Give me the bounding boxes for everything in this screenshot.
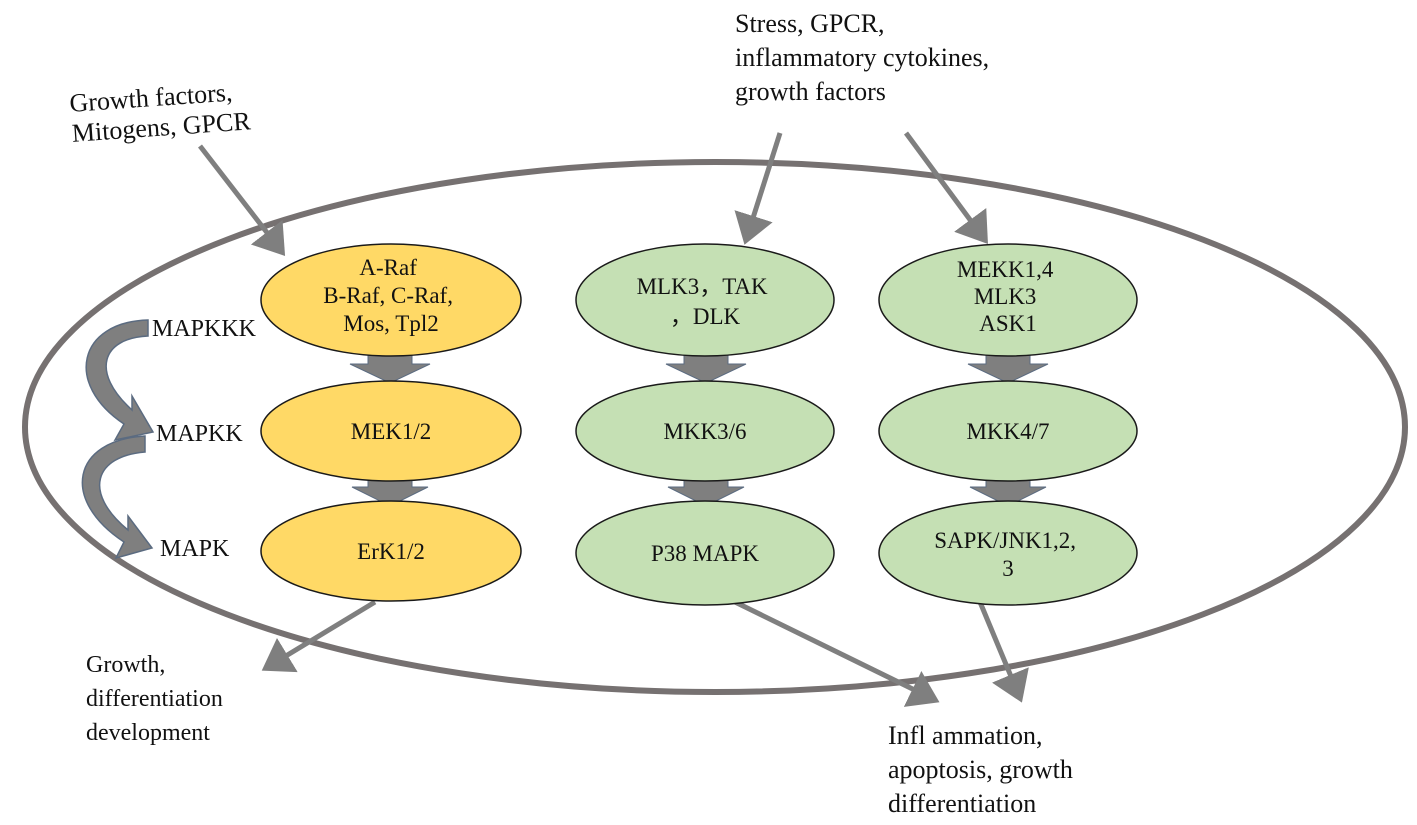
node-p38-mapkk (575, 380, 835, 482)
level-label-mapkkk: MAPKKK (152, 316, 257, 342)
curve-arrow-mapkk-to-mapk (81, 435, 154, 560)
down-arrow-jnk-1 (967, 353, 1049, 384)
input-arrow-jnk (903, 131, 988, 245)
output-arrow-p38 (733, 599, 940, 707)
curve-arrow-mapkkk-to-mapkk (85, 319, 155, 442)
node-jnk-mapkk (878, 380, 1138, 482)
node-erk-mapkk (260, 380, 522, 482)
output-label-right: Infl ammation, apoptosis, growth differe… (888, 721, 1079, 818)
level-label-mapk: MAPK (160, 536, 230, 562)
node-erk-mapkkk-label: A-Raf B-Raf, C-Raf, Mos, Tpl2 (323, 255, 458, 336)
node-jnk-mapkk-label: MKK4/7 (966, 419, 1049, 444)
node-erk-mapkk-label: MEK1/2 (351, 419, 432, 444)
output-arrow-jnk (977, 601, 1029, 703)
node-p38-mapk (575, 500, 835, 606)
node-jnk-mapkkk-label: MEKK1,4 MLK3 ASK1 (957, 257, 1059, 336)
cell-membrane (22, 159, 1408, 695)
input-label-right: Stress, GPCR, inflammatory cytokines, gr… (735, 9, 996, 106)
input-label-left: Growth factors, Mitogens, GPCR (68, 76, 252, 147)
node-p38-mapk-label: P38 MAPK (651, 541, 759, 566)
node-jnk-mapk (878, 500, 1138, 606)
input-arrow-p38 (734, 132, 783, 245)
output-arrow-left (261, 599, 377, 673)
node-erk-mapkkk (260, 243, 522, 357)
node-erk-mapk (260, 500, 522, 602)
node-p38-mapkk-label: MKK3/6 (663, 419, 746, 444)
node-p38-mapkkk-label: MLK3，TAK ，DLK (637, 274, 774, 329)
node-p38-mapkkk (575, 243, 835, 357)
output-label-left: Growth, differentiation development (86, 652, 229, 746)
node-jnk-mapk-label: SAPK/JNK1,2, 3 (934, 528, 1082, 581)
input-arrow-left (198, 144, 286, 256)
node-erk-mapk-label: ErK1/2 (357, 539, 425, 564)
level-label-mapkk: MAPKK (156, 421, 243, 447)
node-jnk-mapkkk (878, 243, 1138, 357)
down-arrow-p38-1 (665, 353, 747, 384)
down-arrow-erk-1 (349, 353, 431, 384)
